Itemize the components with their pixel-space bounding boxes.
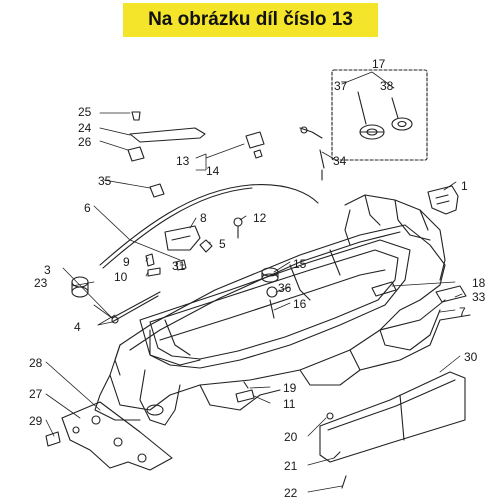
- callout-12: 12: [253, 211, 267, 225]
- callout-30: 30: [464, 350, 478, 364]
- cable: [99, 184, 319, 269]
- callout-3: 3: [44, 263, 51, 277]
- rod-parts-2-4: [111, 291, 161, 324]
- callout-37: 37: [334, 79, 348, 93]
- rear-frame: [344, 194, 446, 281]
- callout-13: 13: [176, 154, 190, 168]
- callout-15: 15: [293, 257, 307, 271]
- clip-part-5: [199, 239, 213, 253]
- clip-parts-9-10: [145, 253, 161, 277]
- plate-part-8: [164, 225, 201, 251]
- callout-36: 36: [278, 281, 292, 295]
- clip-part-26: [127, 146, 145, 162]
- callout-33: 33: [472, 290, 486, 304]
- callout-26: 26: [78, 135, 92, 149]
- callout-20: 20: [284, 430, 298, 444]
- leader-lines: [45, 71, 463, 493]
- bracket-part-1: [427, 185, 459, 215]
- callout-14: 14: [206, 164, 220, 178]
- clip-part-31: [175, 259, 187, 271]
- callout-19: 19: [283, 381, 297, 395]
- callout-10: 10: [114, 270, 128, 284]
- callout-21: 21: [284, 459, 298, 473]
- callout-7: 7: [459, 305, 466, 319]
- clip-part-35: [149, 183, 165, 198]
- callout-34: 34: [333, 154, 347, 168]
- callout-28: 28: [29, 356, 43, 370]
- pad-part-33: [435, 285, 467, 303]
- lock-assembly-17: [331, 69, 428, 161]
- part-number-banner: Na obrázku díl číslo 13: [123, 3, 378, 37]
- callout-35: 35: [98, 174, 112, 188]
- callout-1: 1: [461, 179, 468, 193]
- callout-9: 9: [123, 255, 130, 269]
- callout-27: 27: [29, 387, 43, 401]
- cover-part-27: [45, 401, 173, 471]
- callout-24: 24: [78, 121, 92, 135]
- callout-6: 6: [84, 201, 91, 215]
- callout-38: 38: [380, 79, 394, 93]
- bump-part-23: [71, 276, 89, 298]
- callout-17: 17: [372, 57, 386, 71]
- storage-tub: [139, 239, 411, 369]
- latch-part-18: [371, 281, 397, 297]
- callout-31: 31: [172, 259, 186, 273]
- callout-23: 23: [34, 276, 48, 290]
- lower-frame: [349, 299, 471, 371]
- callout-4: 4: [74, 320, 81, 334]
- screw-part-25: [131, 111, 141, 121]
- parts-19-11: [235, 381, 255, 403]
- callout-22: 22: [284, 486, 298, 500]
- callout-18: 18: [472, 276, 486, 290]
- strip-part-24: [129, 127, 206, 143]
- latch-part-13: [245, 131, 265, 159]
- panel-part-30: [319, 371, 466, 463]
- center-parts-15-16-36: [261, 267, 279, 319]
- bolt-part-34: [299, 126, 325, 181]
- callout-5: 5: [219, 237, 226, 251]
- callout-25: 25: [78, 105, 92, 119]
- callout-16: 16: [293, 297, 307, 311]
- callout-labels: 1 3 4 5 6 7 8 9 10 11 12 13 14 15 16 17 …: [29, 57, 486, 500]
- callout-11: 11: [283, 397, 296, 411]
- small-parts-20-22: [326, 412, 347, 489]
- screw-part-12: [233, 217, 243, 239]
- callout-29: 29: [29, 414, 43, 428]
- callout-8: 8: [200, 211, 207, 225]
